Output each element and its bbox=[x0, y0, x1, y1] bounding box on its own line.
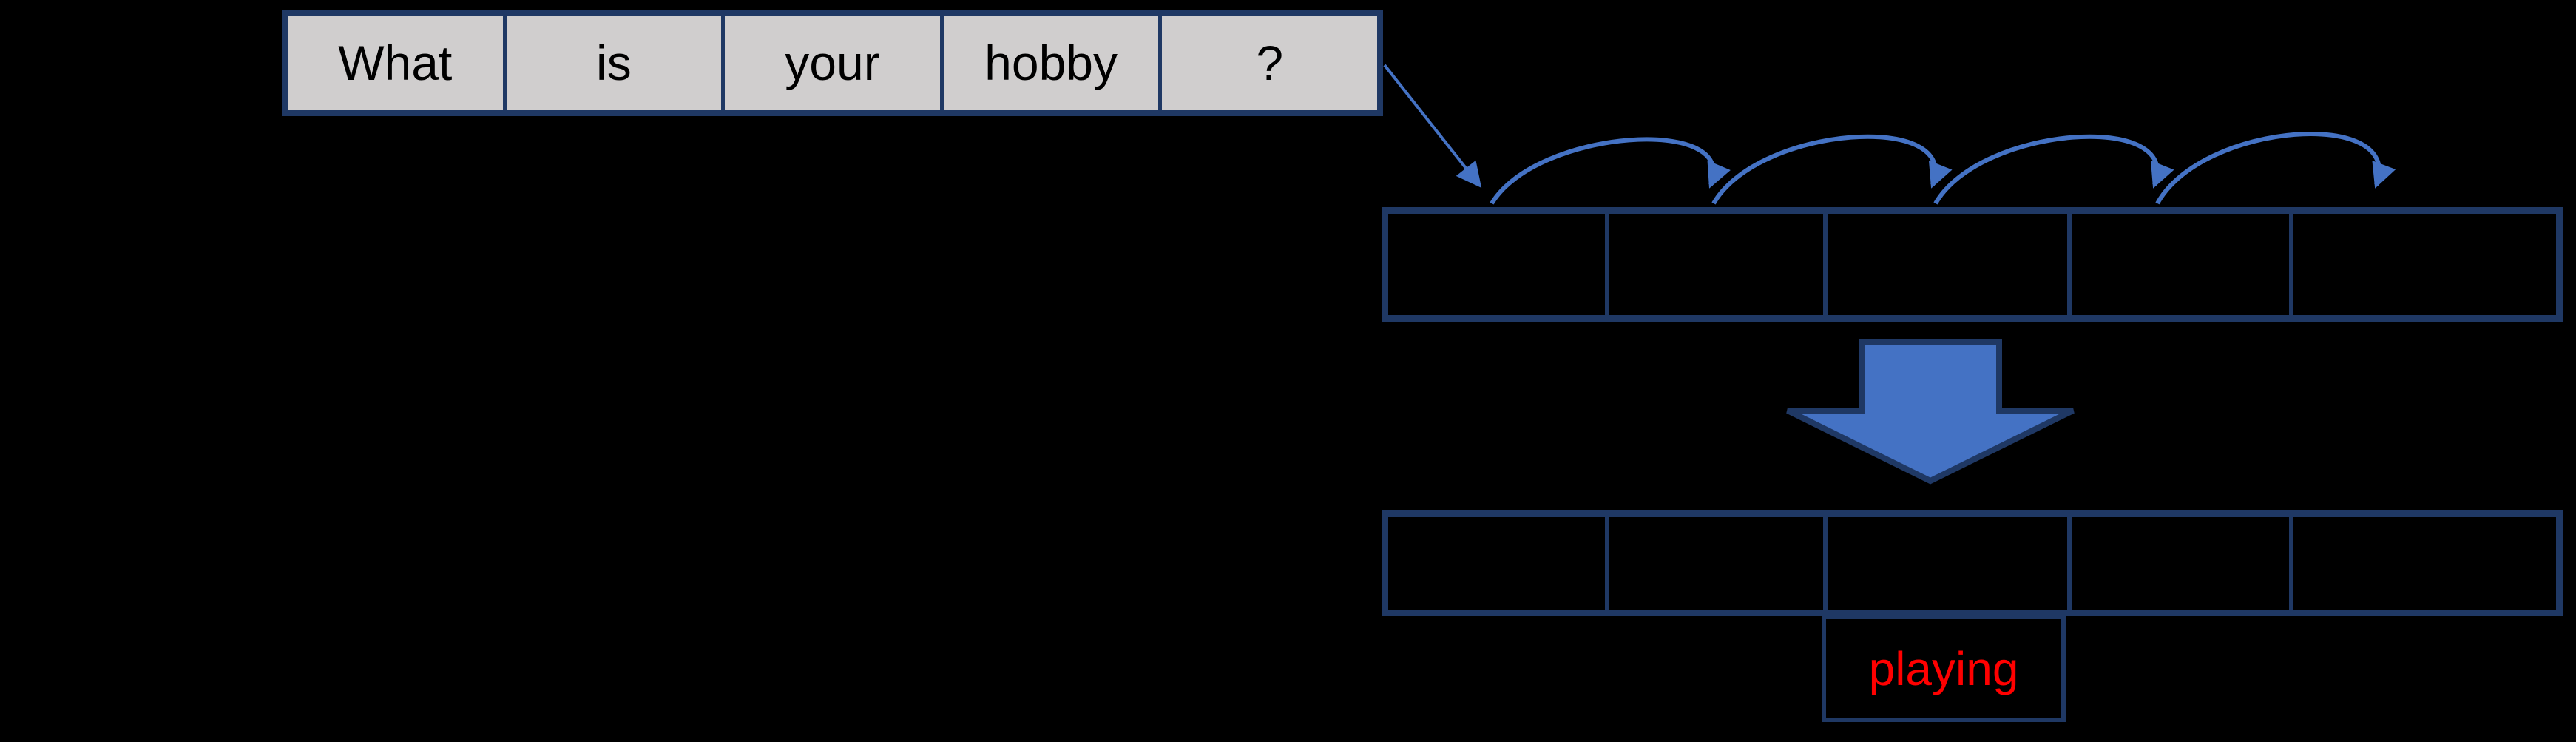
token-cell: ? bbox=[1162, 16, 1377, 110]
cell-divider bbox=[2067, 517, 2072, 610]
token-label: ? bbox=[1256, 36, 1284, 90]
cell-divider bbox=[1605, 214, 1609, 315]
hop-arc-arrow-icon bbox=[1711, 134, 1953, 205]
cell-divider bbox=[1823, 517, 1828, 610]
token-cell: What bbox=[288, 16, 507, 110]
cell-divider bbox=[2289, 517, 2293, 610]
token-cell: hobby bbox=[944, 16, 1163, 110]
cell-divider bbox=[2289, 214, 2293, 315]
big-down-arrow-icon bbox=[1786, 339, 2075, 485]
sentence-token-row: What is your hobby ? bbox=[282, 10, 1383, 116]
hop-arc-arrow-icon bbox=[1490, 137, 1731, 205]
token-label: What bbox=[338, 36, 453, 90]
token-label: is bbox=[596, 36, 632, 90]
diagonal-arrow-icon bbox=[1383, 64, 1482, 189]
token-label: your bbox=[785, 36, 880, 90]
cell-divider bbox=[1605, 517, 1609, 610]
cell-divider bbox=[2067, 214, 2072, 315]
token-cell: is bbox=[507, 16, 726, 110]
output-state-row bbox=[1382, 510, 2563, 616]
answer-box: playing bbox=[1822, 615, 2066, 722]
answer-label: playing bbox=[1868, 641, 2019, 695]
cell-divider bbox=[1823, 214, 1828, 315]
token-cell: your bbox=[725, 16, 944, 110]
token-label: hobby bbox=[984, 36, 1118, 90]
hidden-state-row bbox=[1382, 207, 2563, 322]
hop-arc-arrow-icon bbox=[1933, 134, 2174, 205]
hop-arc-arrow-icon bbox=[2155, 132, 2396, 205]
